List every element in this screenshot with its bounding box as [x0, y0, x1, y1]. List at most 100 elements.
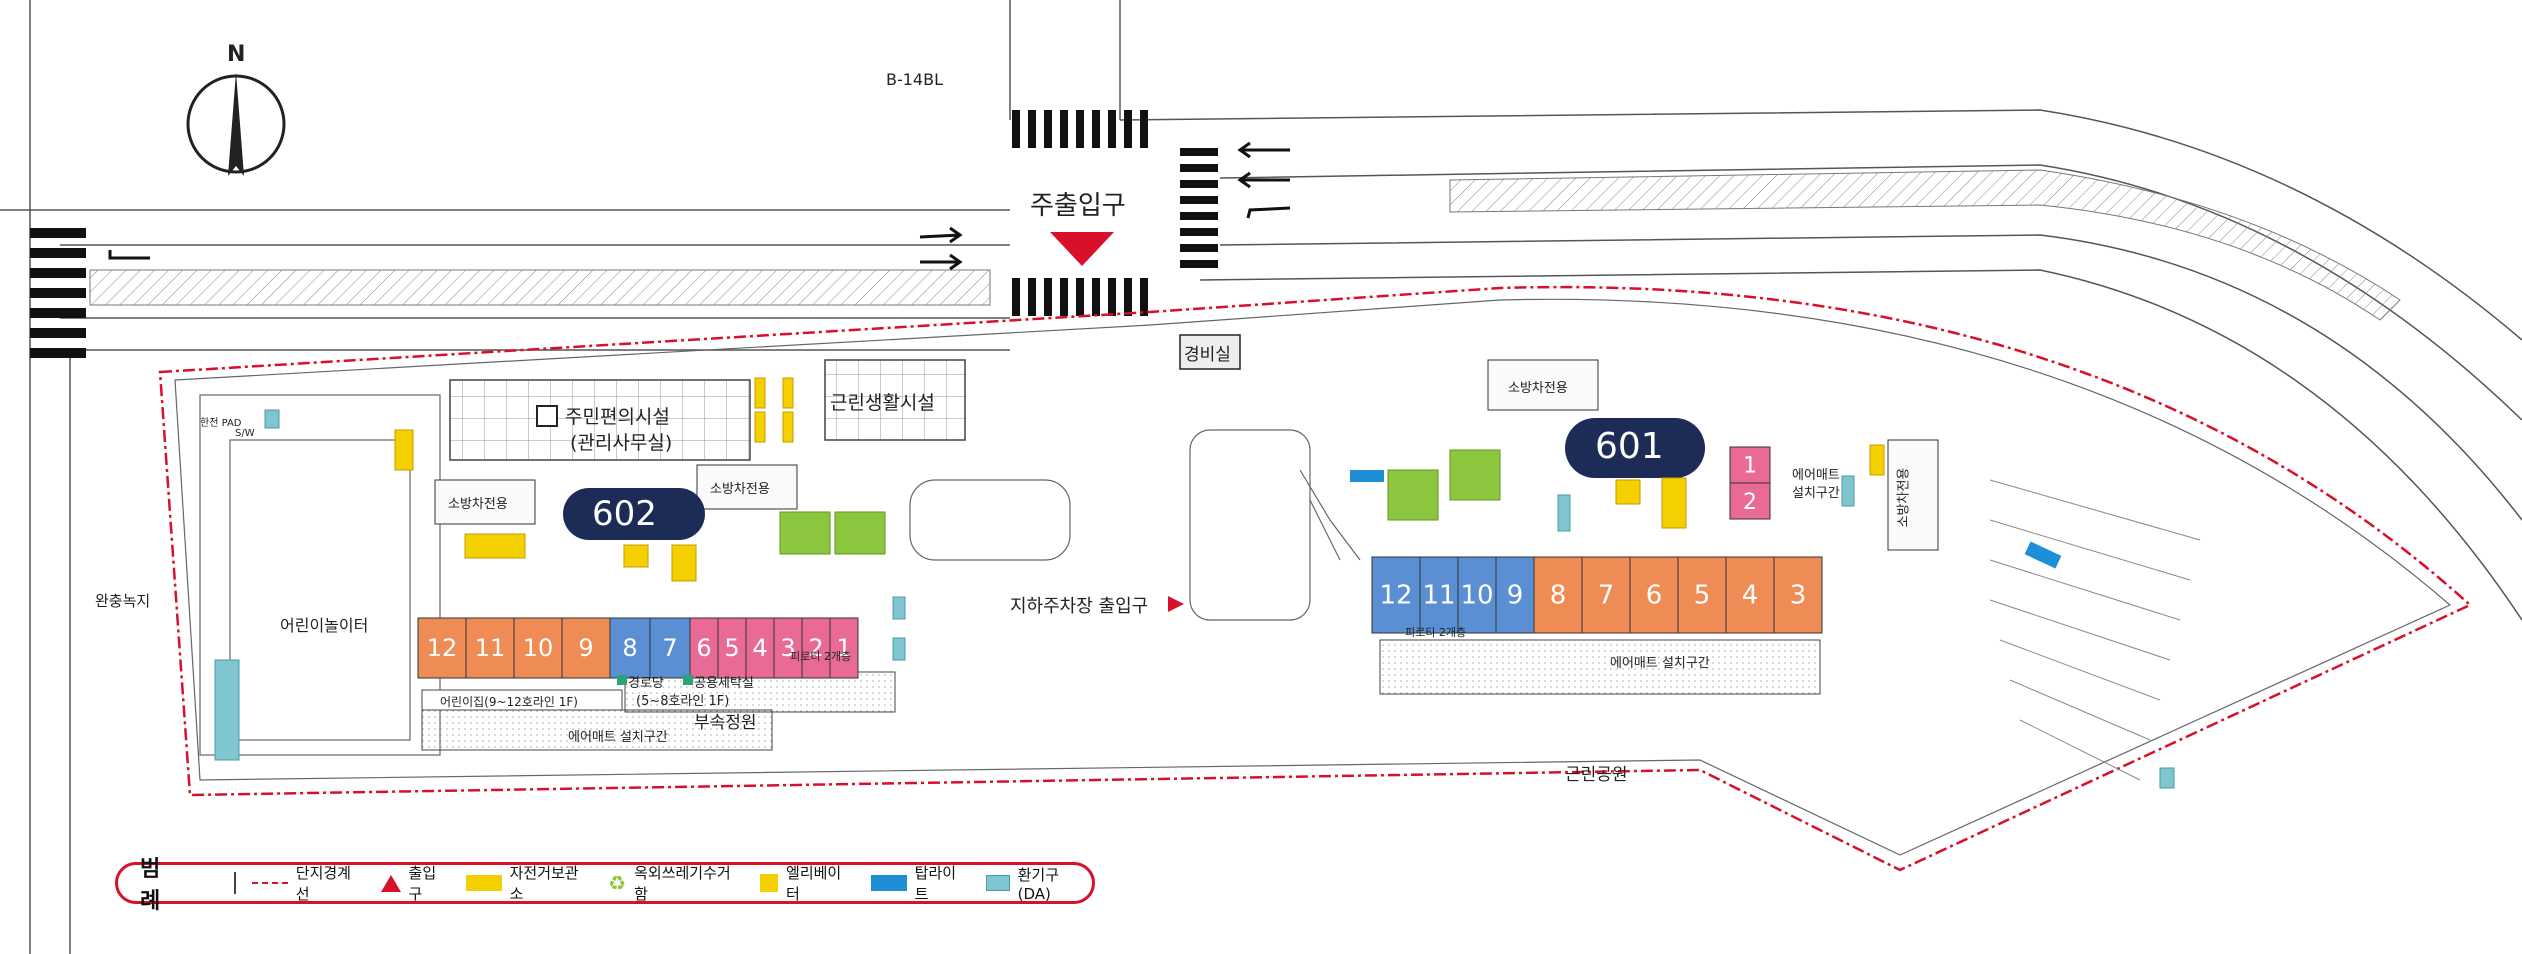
b602-unit-12-label: 12	[427, 634, 458, 662]
legend-item-bicycle: 자전거보관소	[465, 862, 592, 904]
b602-unit-6-block	[689, 617, 719, 679]
vent-icon	[985, 875, 1010, 891]
legend-label-entrance: 출입구	[408, 864, 437, 903]
legend-label-vent: 환기구(DA)	[1017, 865, 1060, 903]
power-pad-label-2: S/W	[235, 428, 255, 439]
legend-item-vent: 환기구(DA)	[985, 864, 1092, 903]
b601-unit-6-label: 6	[1646, 581, 1663, 611]
b601-unit-7-block	[1581, 556, 1631, 634]
guard-house-label: 경비실	[1184, 345, 1231, 365]
b602-airmat-zone	[421, 709, 773, 751]
b602-senior-center-label: 경로당	[628, 676, 664, 691]
b601-unit-5-label: 5	[1694, 581, 1711, 611]
b602-unit-3-label: 3	[780, 634, 795, 662]
fire-lane-label-2: 소방차전용	[710, 482, 770, 497]
b602-laundry-sub-label: (5~8호라인 1F)	[636, 694, 730, 709]
guard-house-box	[1179, 334, 1241, 370]
b602-unit-7-label: 7	[662, 634, 677, 662]
recycle-bins	[779, 449, 1501, 555]
b602-unit-1-label: 1	[836, 634, 851, 662]
b602-piloti-label: 피로티 2개층	[790, 650, 852, 663]
compass-rose	[186, 72, 286, 176]
site-inner-outlines	[174, 298, 2452, 856]
compass-letter: N	[227, 42, 246, 67]
site-boundary-line	[158, 285, 2473, 872]
elevator-icon	[760, 874, 779, 892]
toplight-icon	[870, 875, 907, 891]
legend-item-boundary: 단지경계선	[251, 862, 365, 904]
b601-airmat-side-label-2: 설치구간	[1792, 486, 1840, 501]
b602-unit-3-block	[773, 617, 803, 679]
legend-separator	[233, 872, 236, 894]
fire-lane-label-3: 소방차전용	[1508, 381, 1568, 396]
b602-garden-zone	[624, 671, 896, 713]
vents	[214, 409, 2175, 789]
b601-side-unit-2-label: 2	[1743, 490, 1757, 515]
b601-units: 1211109876543122	[0, 446, 1823, 634]
building-601: 1211109876543122	[0, 418, 1823, 695]
fire-lane-box-2	[696, 464, 798, 510]
parking-stalls	[1989, 479, 2201, 781]
playground-label: 어린이놀이터	[280, 616, 369, 635]
neighborhood-facility-label: 근린생활시설	[830, 392, 935, 414]
b602-unit-12-block	[417, 617, 467, 679]
b601-side-unit-1-label: 1	[1743, 453, 1757, 478]
legend-title: 범 례	[140, 857, 171, 914]
legend-item-toplight: 탑라이트	[870, 862, 970, 904]
b602-airmat-label: 에어매트 설치구간	[568, 730, 668, 745]
legend-label-boundary: 단지경계선	[295, 864, 351, 903]
b602-kindergarten-label: 어린이집(9~12호라인 1F)	[440, 695, 578, 709]
park-label: 근린공원	[1565, 765, 1628, 785]
power-pad-label-1: 한전 PAD	[200, 418, 242, 429]
b601-airmat-side-label-1: 에어매트	[1792, 468, 1840, 483]
elevator-icons	[623, 377, 1687, 582]
top-block-label: B-14BL	[886, 70, 943, 89]
b601-unit-3-block	[1773, 556, 1823, 634]
b601-label-pill	[1565, 418, 1705, 478]
b602-unit-4-block	[745, 617, 775, 679]
b602-unit-10-block	[513, 617, 563, 679]
fire-lane-label-4: 소방차전용	[1896, 467, 1912, 528]
b602-laundry-marker	[683, 675, 693, 685]
lane-arrows	[108, 141, 1291, 271]
b601-unit-9-block	[1495, 556, 1535, 634]
neighborhood-facility-block	[824, 359, 966, 441]
b601-unit-5-block	[1677, 556, 1727, 634]
b601-unit-4-label: 4	[1742, 581, 1759, 611]
b602-garden-label: 부속정원	[694, 713, 757, 733]
recycle-icon: ♻	[608, 871, 627, 895]
b601-unit-12-label: 12	[1379, 581, 1412, 611]
buffer-green-label: 완충녹지	[95, 592, 151, 610]
legend-item-elevator: 엘리베이터	[760, 862, 855, 904]
legend-label-toplight: 탑라이트	[914, 864, 957, 903]
b601-airmat-zone	[1379, 639, 1821, 695]
legend-item-recycle: ♻ 옥외쓰레기수거함	[608, 862, 744, 904]
b602-unit-11-label: 11	[475, 634, 506, 662]
community-facility-block	[449, 379, 751, 461]
legend-label-bicycle: 자전거보관소	[509, 864, 579, 903]
community-facility-sub-label: (관리사무실)	[570, 432, 673, 454]
b602-laundry-label: 공용세탁실	[694, 676, 754, 691]
b601-unit-11-label: 11	[1422, 581, 1455, 611]
fire-lane-box-1	[434, 479, 536, 525]
b602-label-pill	[563, 488, 705, 540]
b601-unit-12-block	[1371, 556, 1421, 634]
community-icon-box	[536, 405, 558, 427]
b602-unit-2-label: 2	[808, 634, 823, 662]
b601-side-unit-1-block	[1729, 446, 1771, 484]
b602-kindergarten-zone	[421, 689, 623, 711]
b602-unit-6-label: 6	[696, 634, 711, 662]
b602-unit-8-block	[609, 617, 651, 679]
b602-unit-10-label: 10	[523, 634, 554, 662]
b601-unit-11-block	[1419, 556, 1459, 634]
legend-label-recycle: 옥외쓰레기수거함	[634, 864, 731, 903]
b602-label: 602	[592, 494, 657, 534]
b602-unit-9-block	[561, 617, 611, 679]
legend-item-entrance: 출입구	[380, 862, 450, 904]
b601-side-unit-2-label: 2	[0, 453, 7, 478]
b601-unit-8-label: 8	[1550, 581, 1567, 611]
